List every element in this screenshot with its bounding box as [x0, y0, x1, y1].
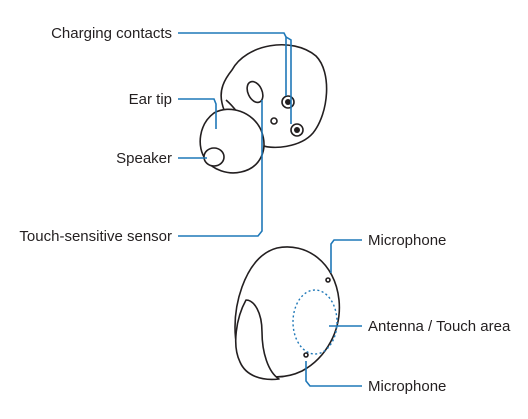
- touch-area: [292, 289, 338, 355]
- sensor-dot: [270, 117, 278, 125]
- label-microphone-bottom: Microphone: [368, 378, 446, 395]
- leader-lines: [178, 32, 362, 387]
- leader-microphone-top: [330, 239, 362, 273]
- leader-charging-contacts-branch: [285, 36, 292, 124]
- leader-microphone-bottom: [305, 361, 362, 387]
- leader-charging-contacts: [178, 32, 287, 96]
- speaker-grille: [203, 147, 225, 167]
- touch-sensor: [246, 80, 264, 104]
- label-charging-contacts: Charging contacts: [51, 25, 172, 42]
- earbud-outer-view: [234, 246, 341, 381]
- microphone-hole-top: [325, 277, 331, 283]
- leader-ear-tip: [178, 98, 217, 129]
- earbud-inner-view: [199, 44, 328, 174]
- label-touch-sensor: Touch-sensitive sensor: [19, 228, 172, 245]
- label-speaker: Speaker: [116, 150, 172, 167]
- label-microphone-top: Microphone: [368, 232, 446, 249]
- earbud-inner-face: [234, 299, 280, 381]
- microphone-hole-bottom: [303, 352, 309, 358]
- leader-touch-sensor: [178, 100, 263, 237]
- label-ear-tip: Ear tip: [129, 91, 172, 108]
- label-antenna-touch-area: Antenna / Touch area: [368, 318, 511, 335]
